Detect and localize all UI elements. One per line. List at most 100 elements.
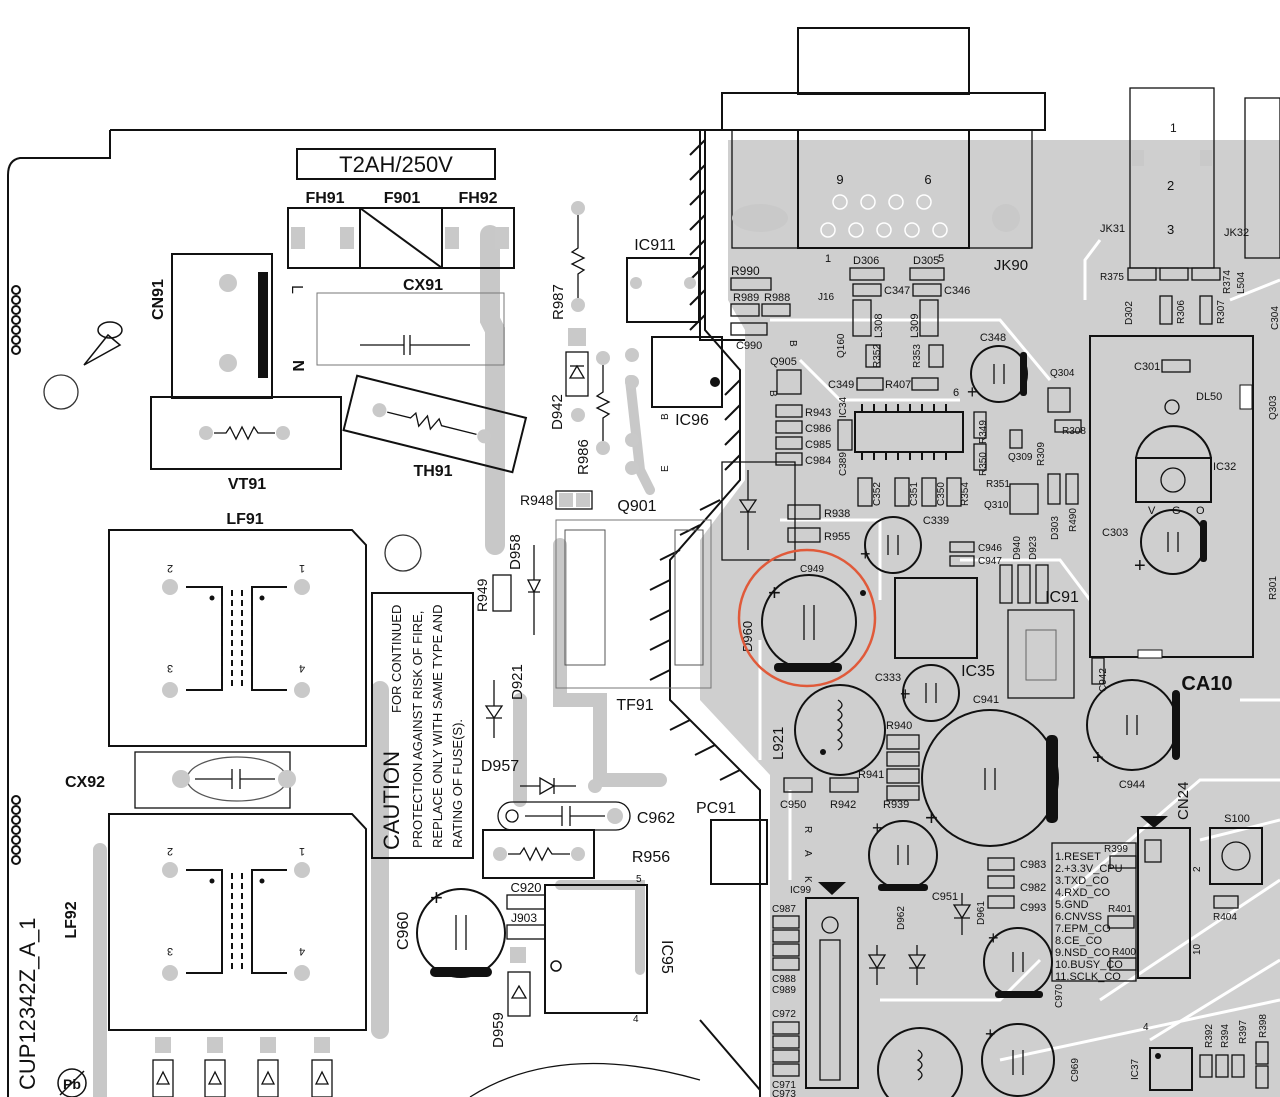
c951-capacitor: + C951 [868,818,958,903]
pin1-label: 1 [1170,121,1177,135]
cn91-label: CN91 [150,279,167,320]
pc91 [710,819,768,885]
fh92-label: FH92 [458,190,497,207]
r942-label: R942 [830,799,856,811]
pc91-label: PC91 [696,800,736,817]
pin6-label: 6 [953,387,959,399]
q310-label: Q310 [984,500,1009,511]
c941-label: C941 [973,694,999,706]
cx91-label: CX91 [403,277,443,294]
c960-label: C960 [395,912,412,950]
r375-label: R375 [1100,272,1124,283]
c920-j903: C920 J903 [506,880,546,963]
pin4-label: 4 [1143,1022,1149,1033]
d959-diode: D959 [490,971,531,1048]
r400-label: R400 [1112,947,1136,958]
c949-label: C949 [800,564,824,575]
c969-capacitor: + C969 [981,1023,1081,1097]
lf92-label: LF92 [63,901,80,938]
jk31-label: JK31 [1100,223,1125,235]
c950-label: C950 [780,799,806,811]
c941-capacitor: C941 + [921,694,1059,847]
jk32-label: JK32 [1224,227,1249,239]
4-label: 5.GND [1055,899,1089,911]
d961-d962: D962 D961 [867,893,987,985]
j16-label: J16 [818,292,835,303]
c984-label: C984 [805,455,831,467]
jk31-jk32: 1 2 3 JK31 JK32 R375 D302 R306 R307 R374… [1100,87,1280,600]
r399-label: R399 [1104,844,1128,855]
ic91-label: IC91 [1045,589,1079,606]
8-label: 9.NSD_CO [1055,947,1110,959]
s100-label: S100 [1224,813,1250,825]
pin6-label: 6 [924,172,931,187]
cx92-label: CX92 [65,774,105,791]
r392-label: R392 [1204,1024,1215,1048]
c951-label: C951 [932,891,958,903]
ic34-label: IC34 [838,396,849,418]
c960-capacitor: + C960 [395,885,506,978]
r948-label: R948 [520,492,554,508]
ic35-label: IC35 [961,663,995,680]
caution-box: CAUTION FOR CONTINUED PROTECTION AGAINST… [371,592,474,859]
n-label: N [289,360,306,372]
pin9-label: 9 [836,172,843,187]
d959-label: D959 [490,1012,507,1048]
5-label: 6.CNVSS [1055,911,1102,923]
board-id: CUP12342Z_A_1 [15,918,40,1090]
ic96-label: IC96 [675,412,709,429]
q901-transistor: Q901 [555,498,712,689]
svg-text:+: + [860,544,871,564]
q304-label: Q304 [1050,368,1075,379]
c348-capacitor: C348 + [967,332,1028,403]
q309-label: Q309 [1008,452,1033,463]
pin2-label: 2 [1192,866,1203,872]
r308-label: R308 [1062,426,1086,437]
c962-label: C962 [637,810,675,827]
3-label: 4.RXD_CO [1055,887,1110,899]
pin4-label: 4 [299,945,305,957]
c947-label: C947 [978,556,1002,567]
7-label: 8.CE_CO [1055,935,1103,947]
r940-label: R940 [886,720,912,732]
smd-r938: R938 R955 [721,461,850,561]
pin1-label: 1 [299,562,305,574]
c982-label: C982 [1020,882,1046,894]
c352-label: C352 [872,482,883,506]
a-label: A [802,850,813,857]
d305-label: D305 [913,255,939,267]
copper-fill-region [700,140,1280,1097]
d957-label: D957 [481,758,519,775]
r404-label: R404 [1213,912,1237,923]
r398-label: R398 [1258,1014,1269,1038]
lead-free-icon: Pb [57,1068,87,1097]
smd-c987-column: C987 C988 C989 C972 C971 C973 [772,904,800,1097]
ic37: IC37 4 [1130,1022,1193,1091]
vt91-varistor: VT91 [150,396,342,493]
smd-r349-cluster: R349 R350 Q309 R309 R351 Q310 Q304 R308 … [973,368,1086,540]
ic95: IC95 5 4 [544,874,675,1025]
c349-label: C349 [828,379,854,391]
c339-capacitor: C339 + [860,515,949,574]
1-label: 2.+3.3V_CPU [1055,863,1123,875]
c920-label: C920 [510,880,541,895]
cn24-label: CN24 [1175,782,1192,820]
smd-c983-column: C983 C982 C993 [987,857,1046,914]
r301-label: R301 [1268,576,1279,600]
c304-label: C304 [1270,306,1280,330]
d942-label: D942 [549,394,566,430]
c973-label: C973 [772,1089,796,1097]
c389-label: C389 [838,452,849,476]
r309-label: R309 [1036,442,1047,466]
traces-right [758,239,1280,1062]
r938-label: R938 [824,508,850,520]
c350-label: C350 [936,482,947,506]
r353-label: R353 [912,344,923,368]
r943-label: R943 [805,407,831,419]
highlight-circle [737,548,877,688]
svg-text:+: + [768,580,781,605]
v-label: V [1148,505,1156,517]
dl50-label: DL50 [1196,391,1222,403]
l-label: L [288,285,305,294]
